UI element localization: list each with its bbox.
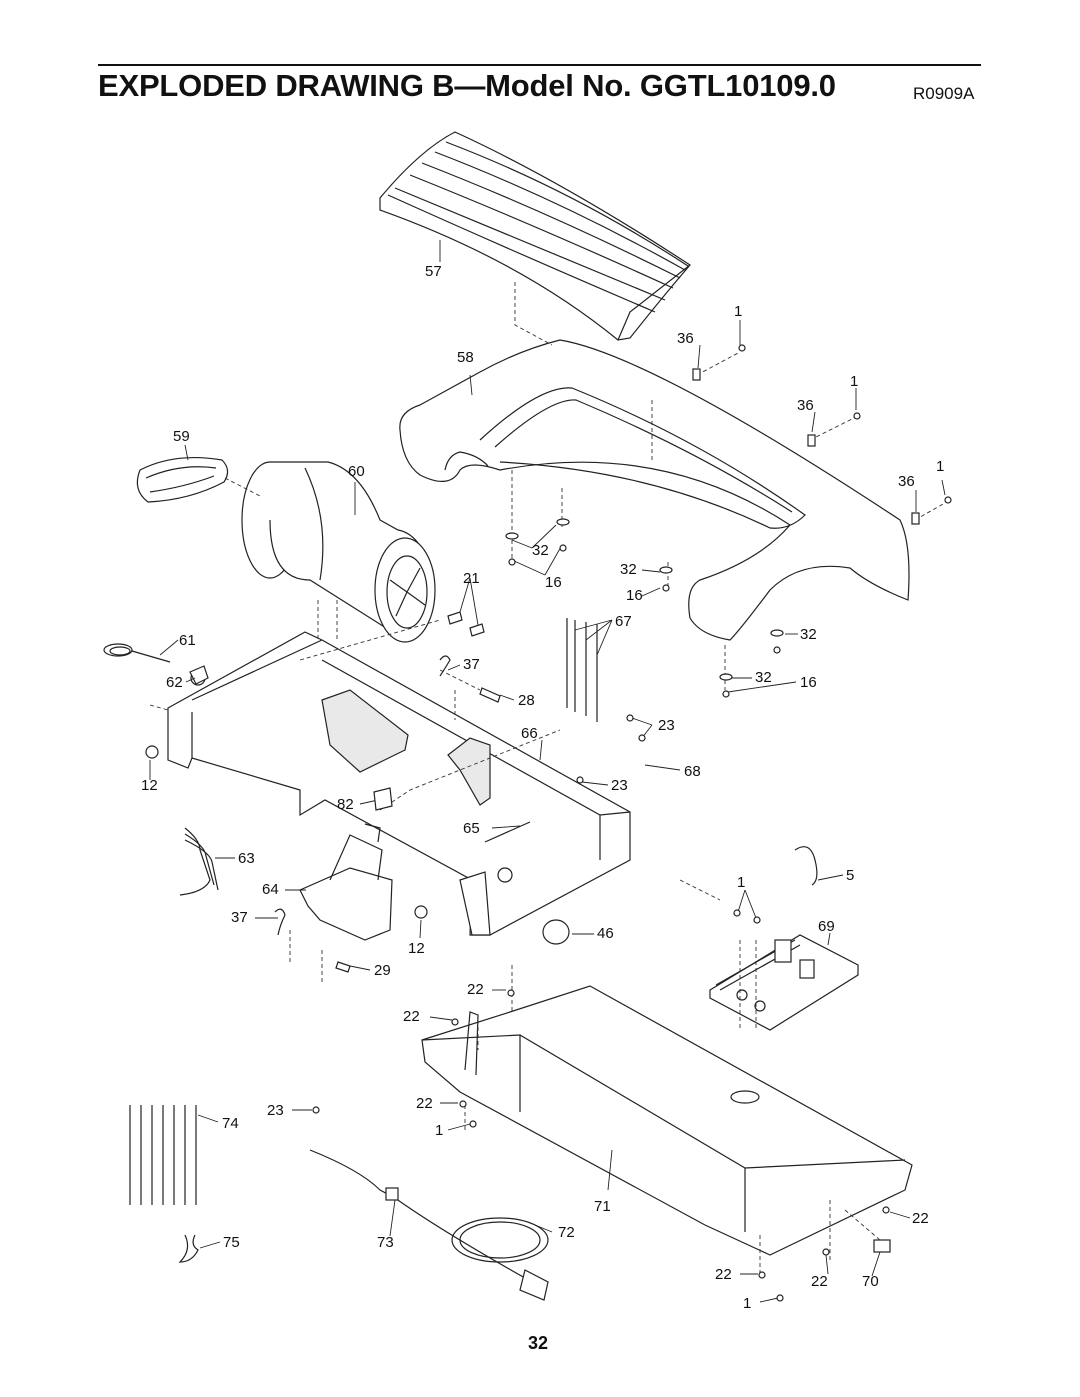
- callout-65: 65: [463, 820, 480, 837]
- part-74-cable-ties: [129, 1105, 197, 1205]
- callout-22: 22: [467, 981, 484, 998]
- part-12-nut-left: [145, 745, 159, 759]
- revision-code: R0909A: [913, 84, 975, 103]
- callout-23: 23: [611, 777, 628, 794]
- callout-36: 36: [898, 473, 915, 490]
- callout-59: 59: [173, 428, 190, 445]
- callout-37: 37: [231, 909, 248, 926]
- part-67-cable-ties: [566, 618, 598, 722]
- part-57-hood-top: [379, 131, 691, 341]
- callout-12: 12: [141, 777, 158, 794]
- leader-lines: [149, 240, 946, 1303]
- callout-32: 32: [532, 542, 549, 559]
- callout-75: 75: [223, 1234, 240, 1251]
- callout-32: 32: [755, 669, 772, 686]
- part-72-power-cord: [309, 1149, 549, 1301]
- callout-46: 46: [597, 925, 614, 942]
- callout-58: 58: [457, 349, 474, 366]
- part-58-hood-base: [399, 339, 910, 641]
- callout-70: 70: [862, 1273, 879, 1290]
- callout-68: 68: [684, 763, 701, 780]
- callout-1: 1: [737, 874, 745, 891]
- callout-labels: 57 58 1 36 1 36 1 36 59 60 32 16 32 16 2…: [141, 263, 944, 1312]
- part-64-controller: [299, 823, 393, 941]
- callout-23: 23: [267, 1102, 284, 1119]
- callout-22: 22: [416, 1095, 433, 1112]
- part-61-wire: [103, 643, 209, 685]
- callout-71: 71: [594, 1198, 611, 1215]
- callout-22: 22: [403, 1008, 420, 1025]
- callout-37: 37: [463, 656, 480, 673]
- callout-1: 1: [743, 1295, 751, 1312]
- callout-1: 1: [734, 303, 742, 320]
- page-number: 32: [528, 1333, 549, 1353]
- callout-72: 72: [558, 1224, 575, 1241]
- part-71-base: [421, 985, 913, 1256]
- part-59-drive-belt: [136, 456, 229, 503]
- callout-16: 16: [800, 674, 817, 691]
- callout-1: 1: [850, 373, 858, 390]
- part-5-wire: [794, 846, 818, 886]
- callout-60: 60: [348, 463, 365, 480]
- callout-67: 67: [615, 613, 632, 630]
- callout-5: 5: [846, 867, 854, 884]
- callout-29: 29: [374, 962, 391, 979]
- callout-22: 22: [715, 1266, 732, 1283]
- callout-22: 22: [811, 1273, 828, 1290]
- alignment-lines: [149, 282, 951, 1275]
- callout-21: 21: [463, 570, 480, 587]
- callout-36: 36: [797, 397, 814, 414]
- part-69-circuit-board: [709, 934, 859, 1031]
- callout-12: 12: [408, 940, 425, 957]
- callout-16: 16: [626, 587, 643, 604]
- callout-64: 64: [262, 881, 279, 898]
- callout-16: 16: [545, 574, 562, 591]
- frame: [167, 631, 631, 936]
- page-title: EXPLODED DRAWING B—Model No. GGTL10109.0: [98, 68, 836, 103]
- callout-61: 61: [179, 632, 196, 649]
- callout-32: 32: [800, 626, 817, 643]
- callout-69: 69: [818, 918, 835, 935]
- part-12-nut: [414, 905, 428, 919]
- callout-22: 22: [912, 1210, 929, 1227]
- part-46-roller: [542, 919, 570, 945]
- callout-32: 32: [620, 561, 637, 578]
- callout-73: 73: [377, 1234, 394, 1251]
- header-rule: [98, 64, 981, 66]
- callout-1: 1: [936, 458, 944, 475]
- part-75-clip: [178, 1234, 199, 1263]
- callout-74: 74: [222, 1115, 239, 1132]
- part-63-wire-harness: [179, 827, 219, 896]
- callout-66: 66: [521, 725, 538, 742]
- part-70-switch: [873, 1239, 891, 1253]
- fasteners: [274, 344, 952, 1302]
- callout-36: 36: [677, 330, 694, 347]
- callout-62: 62: [166, 674, 183, 691]
- callout-1: 1: [435, 1122, 443, 1139]
- callout-23: 23: [658, 717, 675, 734]
- callout-82: 82: [337, 796, 354, 813]
- part-60-motor: [241, 461, 436, 643]
- callout-57: 57: [425, 263, 442, 280]
- callout-28: 28: [518, 692, 535, 709]
- callout-63: 63: [238, 850, 255, 867]
